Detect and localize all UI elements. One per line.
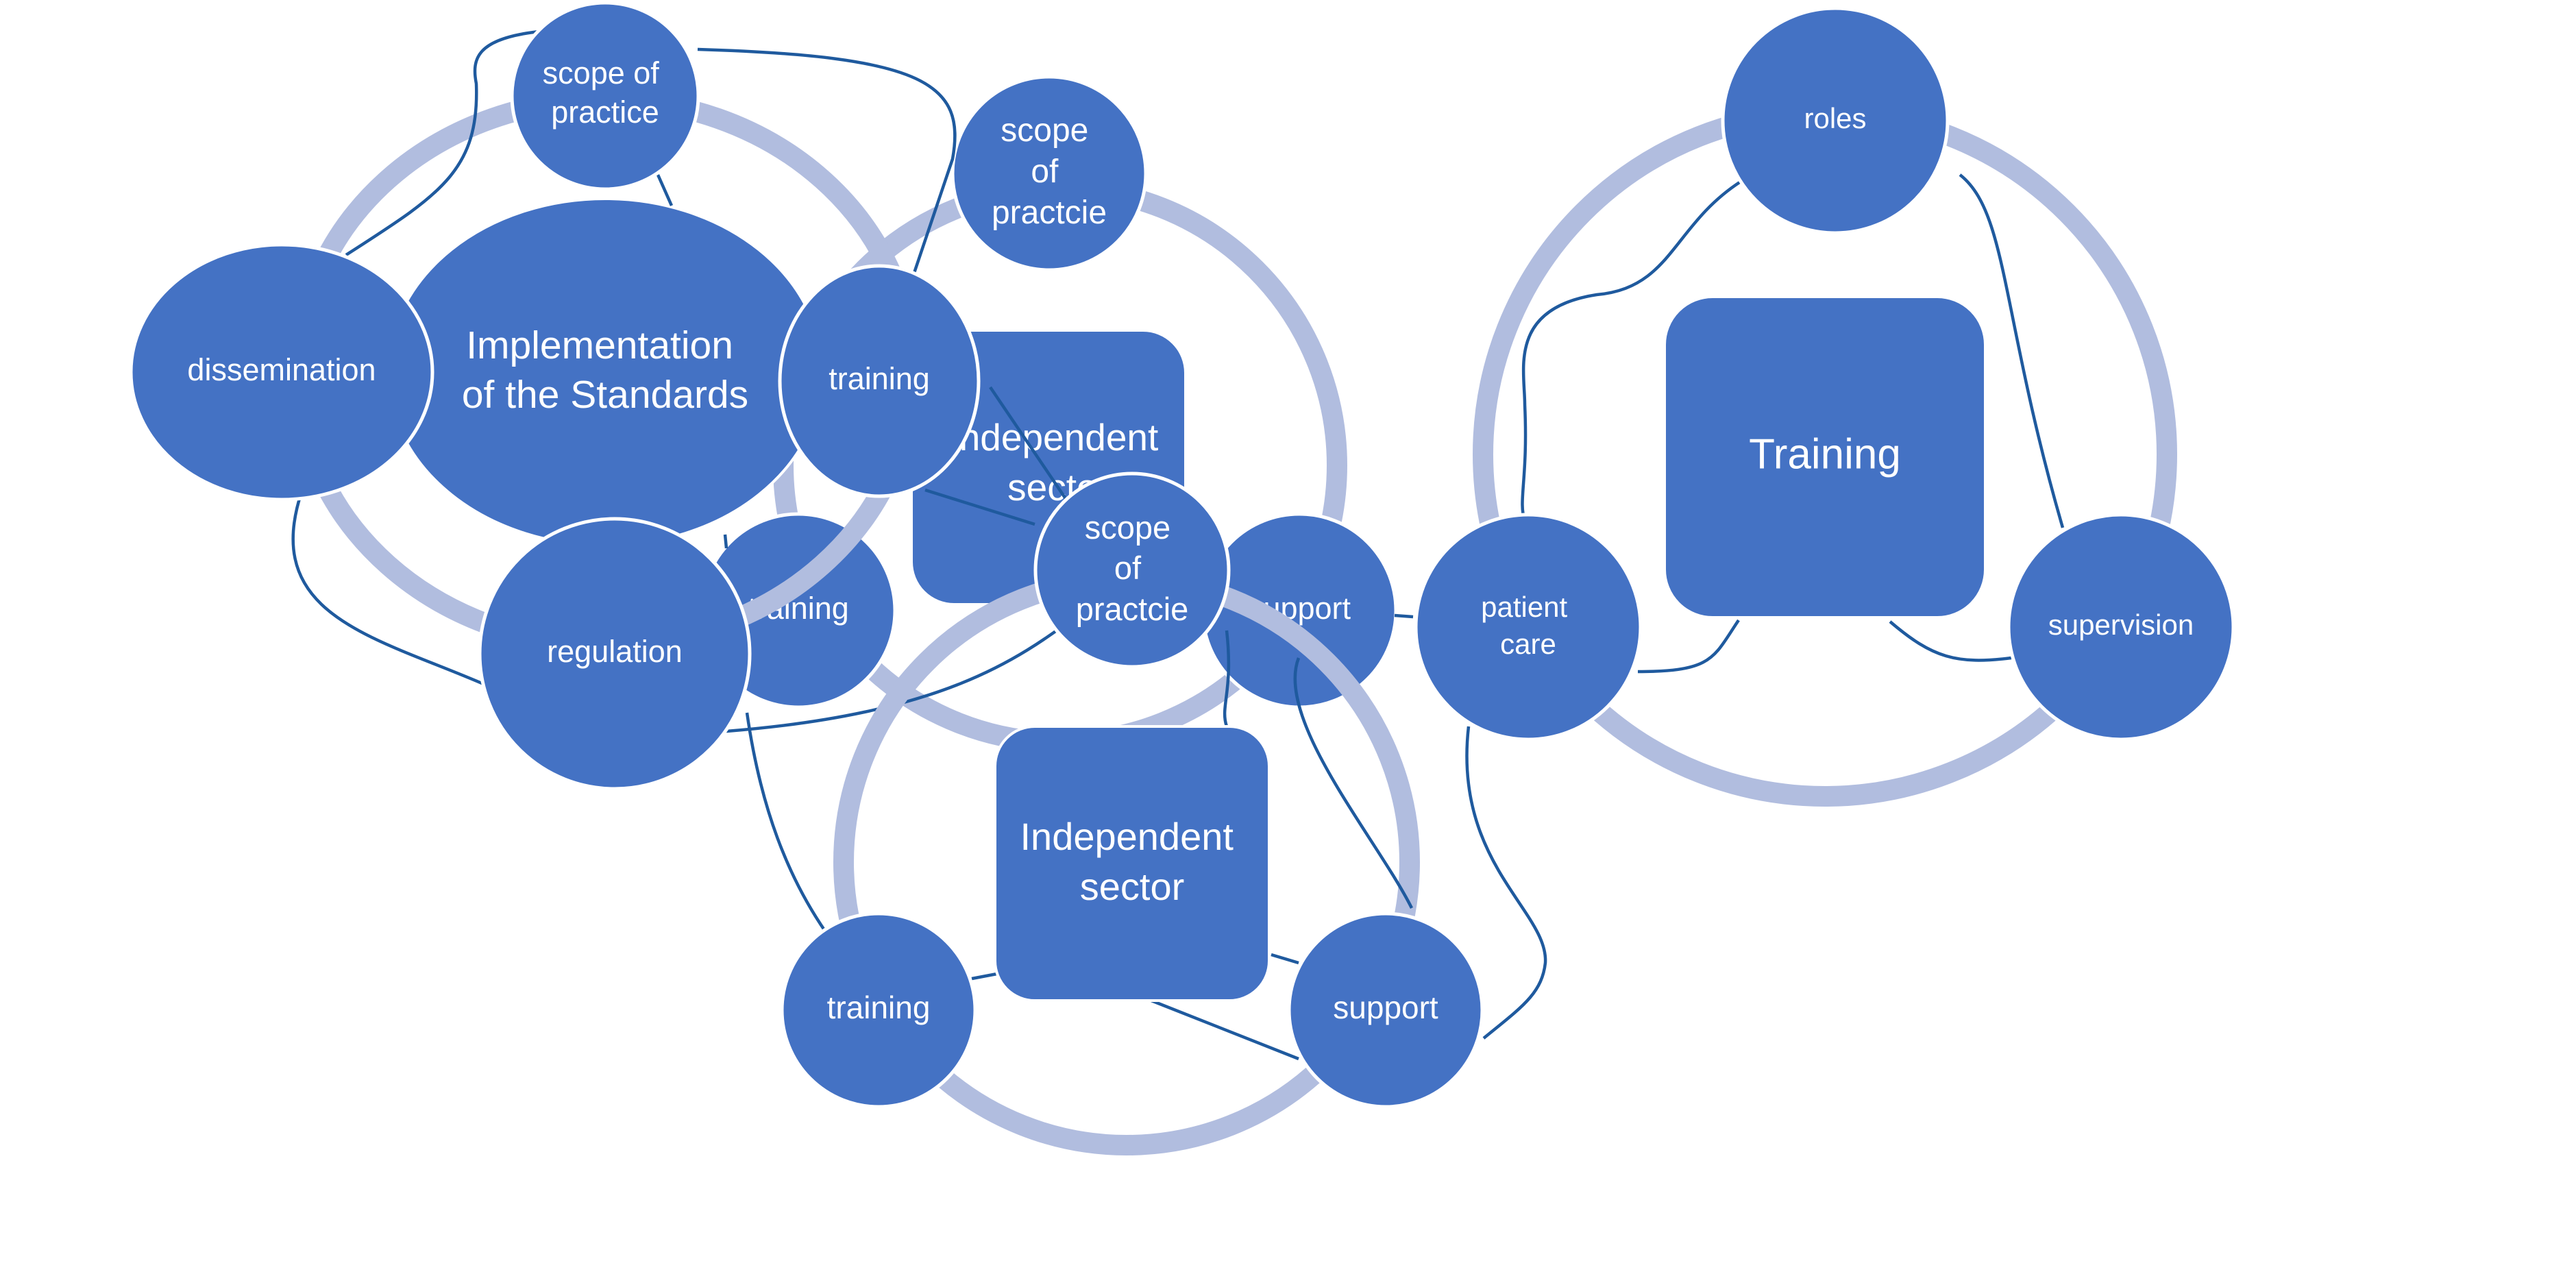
node-label-support-front: support bbox=[1333, 990, 1438, 1025]
node-roles bbox=[1721, 6, 1950, 235]
node-label-supervision: supervision bbox=[2048, 609, 2194, 641]
node-label-training-front: training bbox=[827, 990, 931, 1025]
connector-training-to-scope-front bbox=[924, 488, 1035, 526]
connector-hub-to-supervision bbox=[1889, 620, 2012, 662]
hub-label-implementation-of-the-standards: Implementation of the Standards bbox=[462, 323, 748, 417]
connector-scope-to-support-front bbox=[1223, 630, 1231, 727]
connector-support-hub-front bbox=[1271, 953, 1299, 965]
node-scope-of-practice bbox=[510, 1, 700, 191]
node-patient-care bbox=[1414, 513, 1643, 742]
connector-training-to-regulation-inner bbox=[723, 534, 728, 549]
implementation-cycle: Implementation of the Standards scope of… bbox=[129, 1, 1091, 791]
connector-support-back-to-support-front bbox=[1293, 657, 1414, 909]
connector-roles-to-patient-care bbox=[1521, 180, 1742, 522]
node-label-scope-of-practcie-back: scope of practcie bbox=[992, 112, 1107, 231]
node-support-front bbox=[1287, 911, 1484, 1109]
hub-label-independent-sector-front: Independent sector bbox=[1020, 815, 1244, 908]
node-label-regulation: regulation bbox=[547, 634, 683, 669]
hub-label-training: Training bbox=[1749, 430, 1901, 478]
node-label-roles: roles bbox=[1804, 102, 1866, 134]
node-label-dissemination: dissemination bbox=[187, 352, 376, 387]
connector-hub-to-scope bbox=[989, 386, 1070, 505]
hub-training bbox=[1663, 295, 1987, 619]
node-training-implementation bbox=[778, 264, 981, 498]
connector-patient-care-to-hub bbox=[1637, 619, 1740, 674]
node-scope-of-practcie-back bbox=[950, 75, 1148, 272]
training-cycle: Training roles patient care supervision bbox=[1394, 6, 2235, 1040]
node-label-scope-of-practice: scope of practice bbox=[543, 56, 668, 130]
connector-scope-to-dissemination bbox=[345, 29, 540, 256]
connector-dissemination-to-regulation bbox=[291, 491, 487, 687]
node-dissemination bbox=[129, 243, 434, 502]
connector-regulation-to-training-front bbox=[745, 712, 827, 933]
connector-scope-to-training bbox=[697, 47, 957, 282]
connector-patient-care-to-support-front bbox=[1465, 726, 1547, 1040]
node-scope-of-practcie-front bbox=[1033, 472, 1231, 669]
node-supervision bbox=[2007, 513, 2235, 742]
connector-training-hub-front bbox=[971, 971, 1001, 981]
node-label-scope-of-practcie-front: scope of practcie bbox=[1076, 509, 1189, 627]
hub-independent-sector-front bbox=[994, 725, 1271, 1002]
hub-implementation-of-the-standards bbox=[387, 197, 824, 547]
node-regulation bbox=[478, 517, 752, 791]
connector-training-to-support-front bbox=[1151, 999, 1299, 1061]
independent-sector-front-cycle: Independent sector scope of practcie tra… bbox=[745, 386, 1484, 1155]
connector-roles-to-supervision bbox=[1959, 173, 2065, 528]
node-label-training-implementation: training bbox=[829, 361, 930, 396]
node-label-patient-care: patient care bbox=[1481, 591, 1575, 660]
connector-scope-inner bbox=[656, 174, 674, 206]
node-training-front bbox=[780, 911, 977, 1109]
connector-support-back-to-patient-care bbox=[1394, 613, 1414, 619]
